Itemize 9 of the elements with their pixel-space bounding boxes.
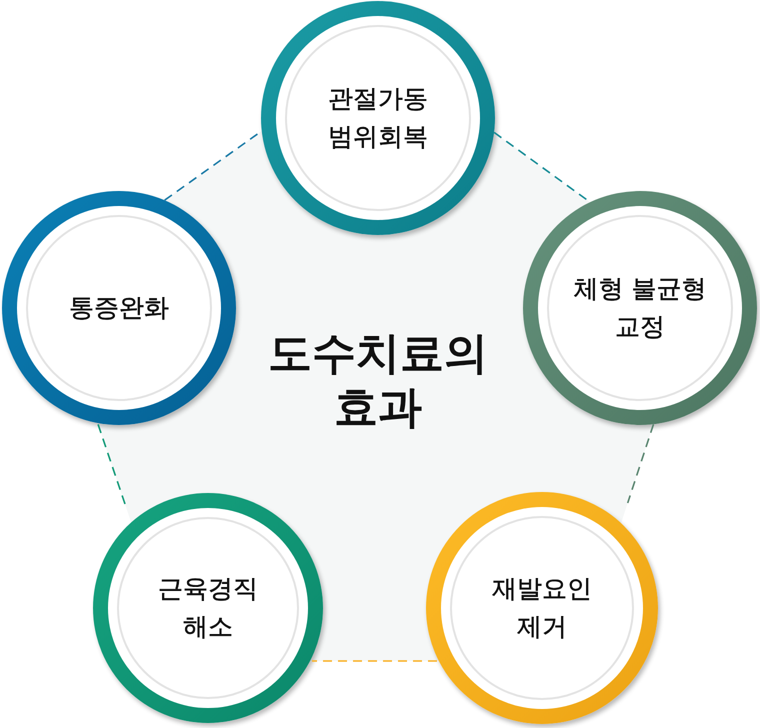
connector-line [96,422,126,504]
connector-line [626,424,654,504]
circle-label: 체형 불균형 교정 [573,273,707,343]
circle-label: 근육경직 해소 [158,573,258,643]
connector-line [312,660,437,662]
circle-label: 관절가동 범위회복 [328,83,428,153]
circle-label: 재발요인 제거 [492,573,592,643]
circle-label: 통증완화 [68,292,170,324]
center-title: 도수치료의 효과 [268,327,488,435]
